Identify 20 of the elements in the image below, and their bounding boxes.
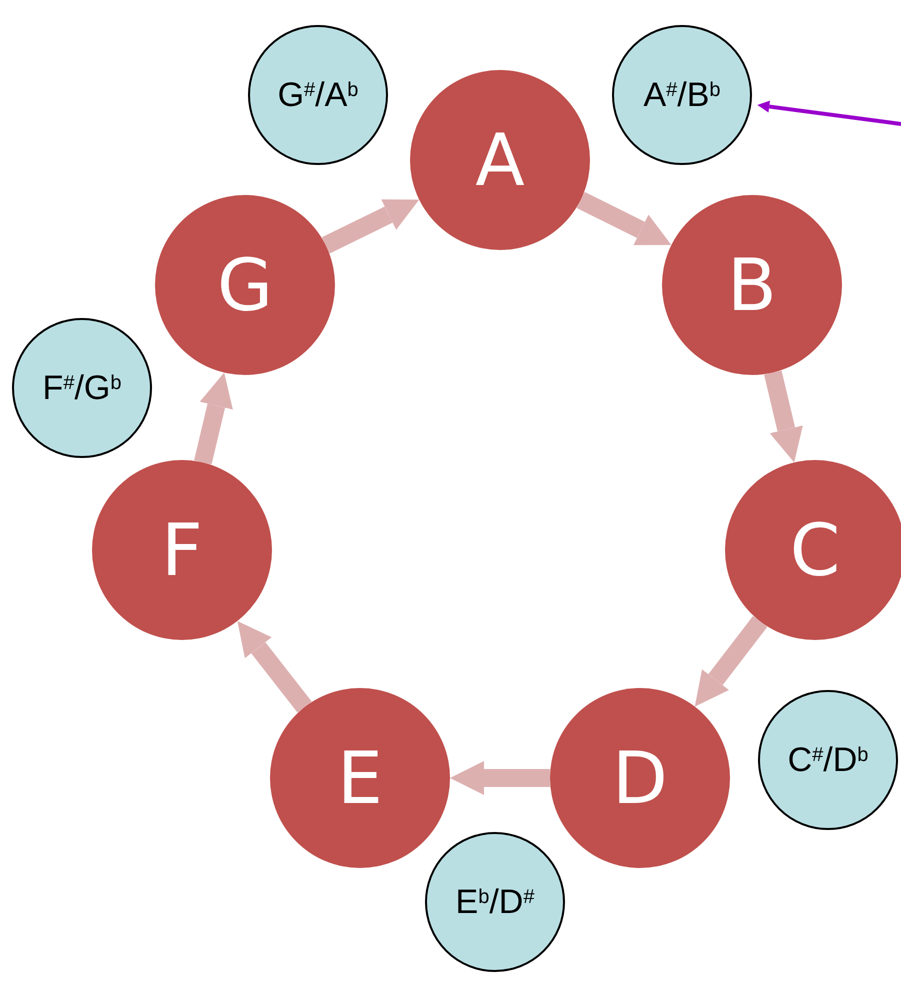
arrow: [194, 372, 233, 465]
accidental-label: C$^{#}$/D$^{b}$: [788, 743, 868, 777]
accidental-label: A$^{#}$/B$^{b}$: [643, 78, 721, 112]
note-label: E: [337, 742, 383, 814]
arrow: [764, 370, 803, 462]
note-label: G: [217, 249, 273, 321]
arrow: [322, 199, 420, 254]
note-label: A: [475, 124, 525, 196]
arrow: [237, 620, 312, 713]
note-label: D: [612, 742, 668, 814]
note-label: C: [790, 514, 840, 586]
note-label: F: [161, 514, 203, 586]
arrow: [757, 100, 901, 126]
accidental-label: F$^{#}$/G$^{b}$: [42, 371, 122, 405]
arrow: [576, 192, 672, 246]
accidental-label: E$^{b}$/D$^{#}$: [456, 885, 534, 919]
accidental-label: G$^{#}$/A$^{b}$: [278, 78, 358, 112]
note-label: B: [727, 249, 777, 321]
arrow: [694, 616, 768, 707]
arrow: [450, 761, 550, 795]
